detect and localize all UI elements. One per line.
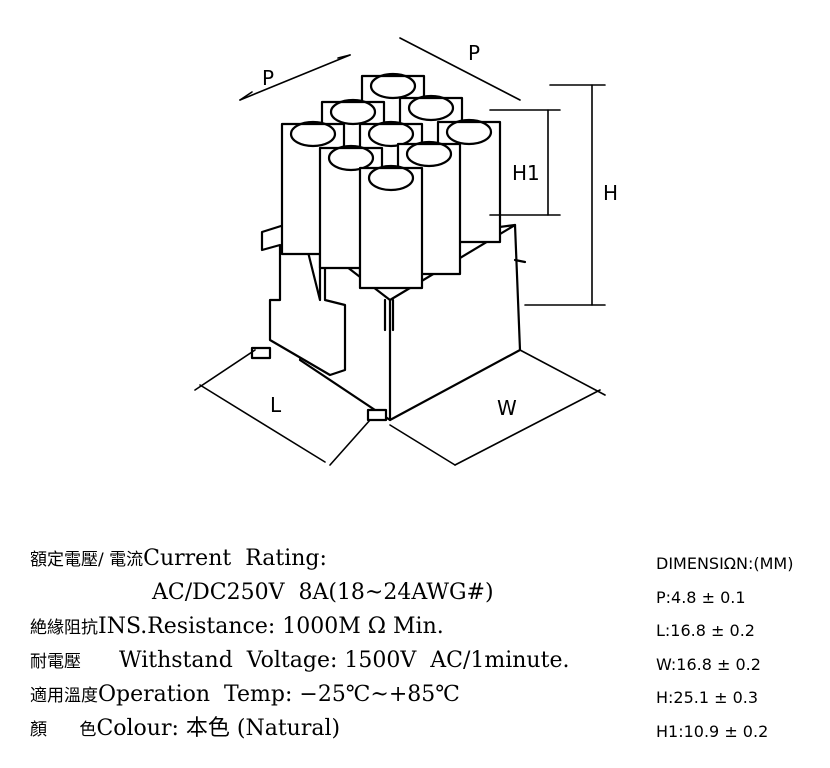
spec-withstand-cjk: 耐電壓	[30, 652, 81, 672]
spec-rating-cjk: 額定電壓/ 電流	[30, 550, 144, 570]
dimension-p: P:4.8 ± 0.1	[656, 587, 746, 607]
spec-colour-cjk: 顏 色	[30, 720, 97, 740]
dimension-lines	[194, 37, 606, 466]
dimension-h1: H1:10.9 ± 0.2	[656, 721, 769, 741]
spec-colour: 顏 色Colour: 本色 (Natural)	[30, 716, 340, 743]
pitch-left-label: P	[262, 66, 274, 90]
spec-rating-en: Current Rating:	[143, 546, 327, 571]
dimension-l: L:16.8 ± 0.2	[656, 621, 755, 640]
spec-withstand-en: Withstand Voltage: 1500V AC/1minute.	[119, 648, 570, 673]
terminal-towers	[280, 72, 502, 290]
spec-operation-en: Operation Temp: −25℃~+85℃	[98, 682, 460, 707]
connector-drawing: P P H1 H L W	[194, 37, 618, 466]
spec-insulation: 絶緣阻抗INS.Resistance: 1000M Ω Min.	[30, 614, 444, 641]
spec-operation-cjk: 適用溫度	[30, 686, 98, 706]
spec-withstand: 耐電壓 Withstand Voltage: 1500V AC/1minute.	[30, 648, 569, 675]
dimension-w: W:16.8 ± 0.2	[656, 654, 761, 674]
dimension-h: H:25.1 ± 0.3	[656, 688, 759, 707]
l-label: L	[270, 393, 282, 417]
spec-insulation-cjk: 絶緣阻抗	[30, 618, 98, 638]
w-label: W	[497, 396, 517, 420]
h-label: H	[603, 181, 618, 205]
spec-rating-value: AC/DC250V 8A(18~24AWG#)	[152, 580, 494, 606]
spec-rating: 額定電壓/ 電流Current Rating:	[30, 546, 327, 573]
h1-label: H1	[512, 161, 540, 185]
dimension-header: DIMENSIΩN:(MM)	[656, 554, 794, 573]
tower-front-center	[358, 164, 424, 290]
spec-operation: 適用溫度Operation Temp: −25℃~+85℃	[30, 682, 460, 709]
spec-colour-en: Colour: 本色 (Natural)	[96, 716, 341, 741]
spec-insulation-en: INS.Resistance: 1000M Ω Min.	[98, 614, 444, 639]
pitch-right-label: P	[468, 41, 480, 65]
dimension-table: DIMENSIΩN:(MM) P:4.8 ± 0.1 L:16.8 ± 0.2 …	[656, 552, 793, 753]
spec-rating-value-text: AC/DC250V 8A(18~24AWG#)	[152, 580, 494, 605]
